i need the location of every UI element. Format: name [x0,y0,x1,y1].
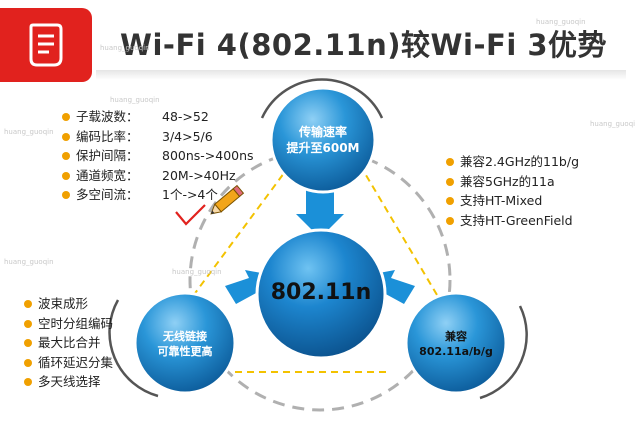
watermark: huang_guoqin [172,268,222,276]
list-item-label: 多空间流： [76,187,139,202]
right-circle-line2: 802.11a/b/g [419,345,493,358]
list-item: 支持HT-GreenField [444,211,579,231]
left-circle-line2: 可靠性更高 [157,345,213,358]
top-circle-line1: 传输速率 [298,125,347,139]
right-circle-line1: 兼容 [445,330,467,343]
list-item: 最大比合并 [22,333,113,353]
list-item-value: 800ns->400ns [162,148,254,163]
list-item: 子载波数： 48->52 [60,107,254,127]
right-list: 兼容2.4GHz的11b/g 兼容5GHz的11a 支持HT-Mixed 支持H… [444,152,579,230]
watermark: huang_guoqin [4,128,54,136]
list-item-value: 3/4>5/6 [162,128,213,144]
list-item-value: 1个->4个 [162,187,218,202]
list-item-value: 48->52 [162,109,209,124]
dashed-triangle [189,164,441,373]
left-circle [133,291,237,395]
check-mark-icon [175,204,206,226]
list-item: 波束成形 [22,294,113,314]
top-circle [269,86,377,194]
right-circle-label: 兼容 802.11a/b/g [406,329,506,359]
center-circle [255,228,387,360]
list-item-label: 子载波数： [76,109,139,124]
list-item-value: 20M->40Hz [162,167,236,183]
watermark: huang_guoqin [100,44,150,52]
top-circle-line2: 提升至600M [286,141,360,155]
top-circle-label: 传输速率 提升至600M [273,124,373,156]
list-item: 兼容5GHz的11a [444,172,579,192]
right-orbit-arc [479,305,528,400]
title-divider [96,70,626,80]
left-circle-label: 无线链接 可靠性更高 [135,329,235,359]
watermark: huang_guoqin [590,120,635,128]
list-item: 循环延迟分集 [22,353,113,373]
right-circle [404,291,508,395]
center-circle-label: 802.11n [270,280,372,305]
watermark: huang_guoqin [536,18,586,26]
list-item: 通道频宽： 20M->40Hz [60,166,254,186]
header-badge [0,8,92,82]
outer-dashed-ring [188,148,452,412]
list-item-label: 编码比率： [76,128,139,144]
list-item: 多天线选择 [22,372,113,392]
top-left-list: 子载波数： 48->52 编码比率： 3/4>5/6 保护间隔： 800ns->400… [60,107,254,205]
left-orbit-arc [108,299,159,398]
list-item: 保护间隔： 800ns->400ns [60,146,254,166]
list-item: 支持HT-Mixed [444,191,579,211]
list-item: 空时分组编码 [22,314,113,334]
bottom-left-list: 波束成形 空时分组编码 最大比合并 循环延迟分集 多天线选择 [22,294,113,392]
list-item: 兼容2.4GHz的11b/g [444,152,579,172]
watermark: huang_guoqin [4,258,54,266]
left-circle-line1: 无线链接 [163,330,207,343]
pencil-icon [210,184,245,215]
list-item-label: 通道频宽： [76,167,139,183]
document-icon [29,23,63,67]
list-item: 编码比率： 3/4>5/6 [60,127,254,147]
watermark: huang_guoqin [110,96,160,104]
page-title: Wi-Fi 4(802.11n)较Wi-Fi 3优势 [120,28,608,62]
list-item-label: 保护间隔： [76,148,139,163]
top-orbit-arc [260,78,384,119]
list-item: 多空间流： 1个->4个 [60,185,254,205]
